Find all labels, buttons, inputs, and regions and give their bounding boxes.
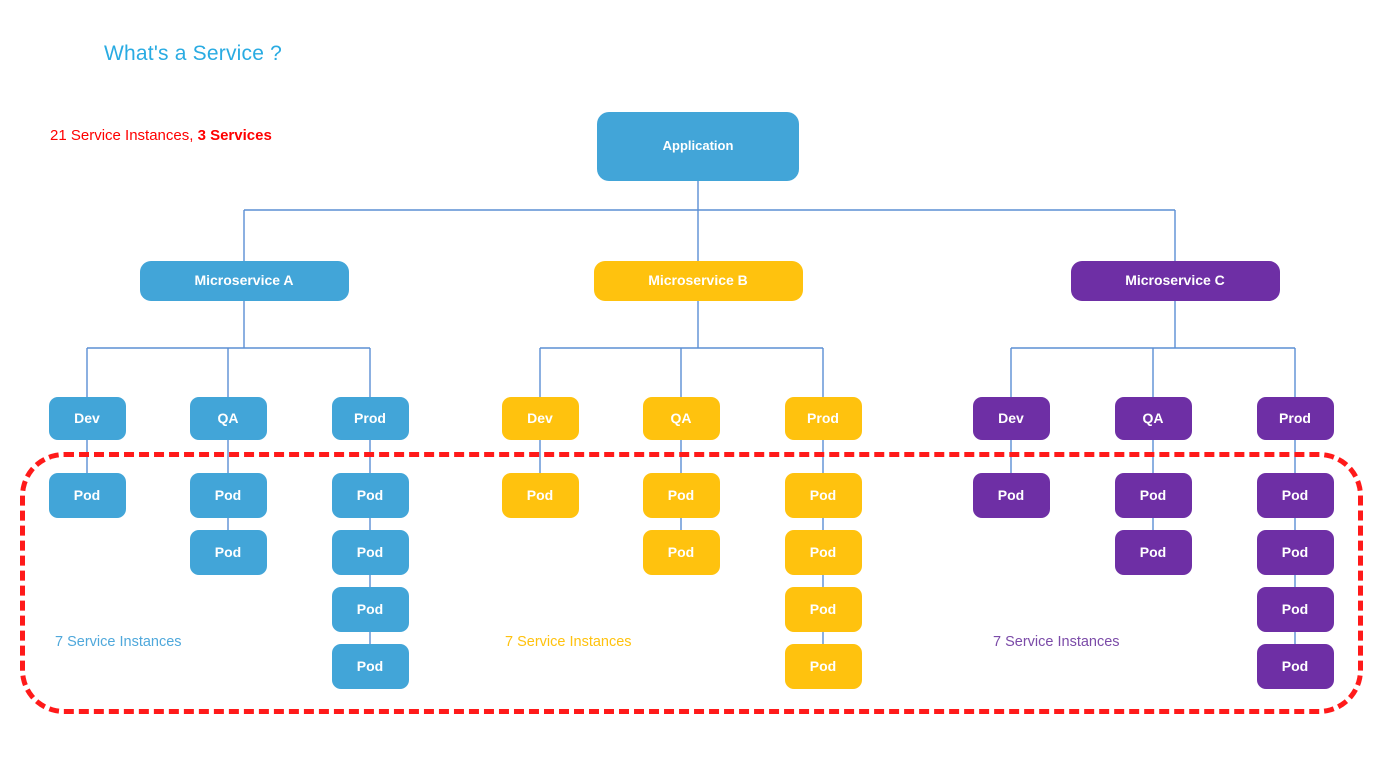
node-pod-a-qa-2-label: Pod bbox=[214, 543, 242, 560]
node-pod-a-qa-1-label: Pod bbox=[214, 486, 242, 503]
node-pod-c-prod-3-label: Pod bbox=[1281, 600, 1309, 617]
node-microservice-a[interactable]: Microservice A bbox=[139, 261, 349, 301]
node-env-a-dev-label: Dev bbox=[74, 409, 100, 426]
summary-services-text: 3 Services bbox=[197, 127, 272, 144]
node-env-c-dev-label: Dev bbox=[998, 409, 1024, 426]
node-pod-a-dev-1-label: Pod bbox=[73, 486, 101, 503]
node-microservice-b[interactable]: Microservice B bbox=[593, 261, 803, 301]
node-application-label: Application bbox=[662, 138, 734, 154]
node-pod-c-prod-2[interactable]: Pod bbox=[1256, 530, 1334, 575]
node-microservice-c-label: Microservice C bbox=[1125, 272, 1225, 289]
node-application[interactable]: Application bbox=[597, 112, 799, 181]
node-pod-a-prod-2-label: Pod bbox=[356, 543, 384, 560]
count-label-c: 7 Service Instances bbox=[993, 634, 1120, 650]
page-title: What's a Service ? bbox=[104, 42, 283, 65]
node-pod-b-dev-1-label: Pod bbox=[526, 486, 554, 503]
node-env-a-prod[interactable]: Prod bbox=[331, 397, 409, 440]
node-pod-c-dev-1-label: Pod bbox=[997, 486, 1025, 503]
node-pod-c-qa-2-label: Pod bbox=[1139, 543, 1167, 560]
node-pod-b-prod-4-label: Pod bbox=[809, 657, 837, 674]
node-pod-c-prod-1-label: Pod bbox=[1281, 486, 1309, 503]
node-env-c-qa-label: QA bbox=[1142, 409, 1164, 426]
node-env-c-qa[interactable]: QA bbox=[1114, 397, 1192, 440]
node-pod-c-qa-1[interactable]: Pod bbox=[1114, 473, 1192, 518]
node-pod-b-qa-1[interactable]: Pod bbox=[642, 473, 720, 518]
node-microservice-c[interactable]: Microservice C bbox=[1070, 261, 1280, 301]
node-pod-a-prod-4-label: Pod bbox=[356, 657, 384, 674]
node-pod-b-prod-2-label: Pod bbox=[809, 543, 837, 560]
node-pod-b-prod-1-label: Pod bbox=[809, 486, 837, 503]
node-pod-c-prod-4-label: Pod bbox=[1281, 657, 1309, 674]
node-pod-c-prod-1[interactable]: Pod bbox=[1256, 473, 1334, 518]
node-pod-a-qa-2[interactable]: Pod bbox=[189, 530, 267, 575]
node-env-b-dev[interactable]: Dev bbox=[501, 397, 579, 440]
node-pod-b-prod-4[interactable]: Pod bbox=[784, 644, 862, 689]
node-microservice-a-label: Microservice A bbox=[194, 272, 294, 289]
node-env-b-prod-label: Prod bbox=[807, 409, 839, 426]
node-env-c-prod[interactable]: Prod bbox=[1256, 397, 1334, 440]
node-env-b-qa-label: QA bbox=[670, 409, 692, 426]
count-label-a: 7 Service Instances bbox=[55, 634, 182, 650]
node-env-b-dev-label: Dev bbox=[527, 409, 553, 426]
node-env-a-prod-label: Prod bbox=[354, 409, 386, 426]
node-pod-a-prod-3[interactable]: Pod bbox=[331, 587, 409, 632]
node-pod-b-qa-1-label: Pod bbox=[667, 486, 695, 503]
node-pod-a-qa-1[interactable]: Pod bbox=[189, 473, 267, 518]
node-pod-b-dev-1[interactable]: Pod bbox=[501, 473, 579, 518]
summary-annotation: 21 Service Instances, 3 Services bbox=[50, 127, 272, 144]
node-env-a-qa[interactable]: QA bbox=[189, 397, 267, 440]
node-pod-c-prod-3[interactable]: Pod bbox=[1256, 587, 1334, 632]
node-pod-c-qa-1-label: Pod bbox=[1139, 486, 1167, 503]
node-pod-b-qa-2[interactable]: Pod bbox=[642, 530, 720, 575]
node-pod-a-prod-1[interactable]: Pod bbox=[331, 473, 409, 518]
node-pod-b-prod-3[interactable]: Pod bbox=[784, 587, 862, 632]
node-pod-a-prod-3-label: Pod bbox=[356, 600, 384, 617]
node-pod-a-prod-2[interactable]: Pod bbox=[331, 530, 409, 575]
node-pod-c-prod-2-label: Pod bbox=[1281, 543, 1309, 560]
node-pod-b-prod-2[interactable]: Pod bbox=[784, 530, 862, 575]
node-pod-a-prod-1-label: Pod bbox=[356, 486, 384, 503]
node-env-b-prod[interactable]: Prod bbox=[784, 397, 862, 440]
node-env-c-prod-label: Prod bbox=[1279, 409, 1311, 426]
node-pod-c-prod-4[interactable]: Pod bbox=[1256, 644, 1334, 689]
node-env-a-dev[interactable]: Dev bbox=[48, 397, 126, 440]
count-label-b: 7 Service Instances bbox=[505, 634, 632, 650]
node-pod-c-dev-1[interactable]: Pod bbox=[972, 473, 1050, 518]
node-microservice-b-label: Microservice B bbox=[648, 272, 748, 289]
node-pod-b-qa-2-label: Pod bbox=[667, 543, 695, 560]
node-pod-c-qa-2[interactable]: Pod bbox=[1114, 530, 1192, 575]
node-env-c-dev[interactable]: Dev bbox=[972, 397, 1050, 440]
node-pod-a-prod-4[interactable]: Pod bbox=[331, 644, 409, 689]
node-env-b-qa[interactable]: QA bbox=[642, 397, 720, 440]
node-pod-b-prod-3-label: Pod bbox=[809, 600, 837, 617]
node-pod-b-prod-1[interactable]: Pod bbox=[784, 473, 862, 518]
node-pod-a-dev-1[interactable]: Pod bbox=[48, 473, 126, 518]
node-env-a-qa-label: QA bbox=[217, 409, 239, 426]
summary-instances-text: 21 Service Instances, bbox=[50, 127, 198, 144]
